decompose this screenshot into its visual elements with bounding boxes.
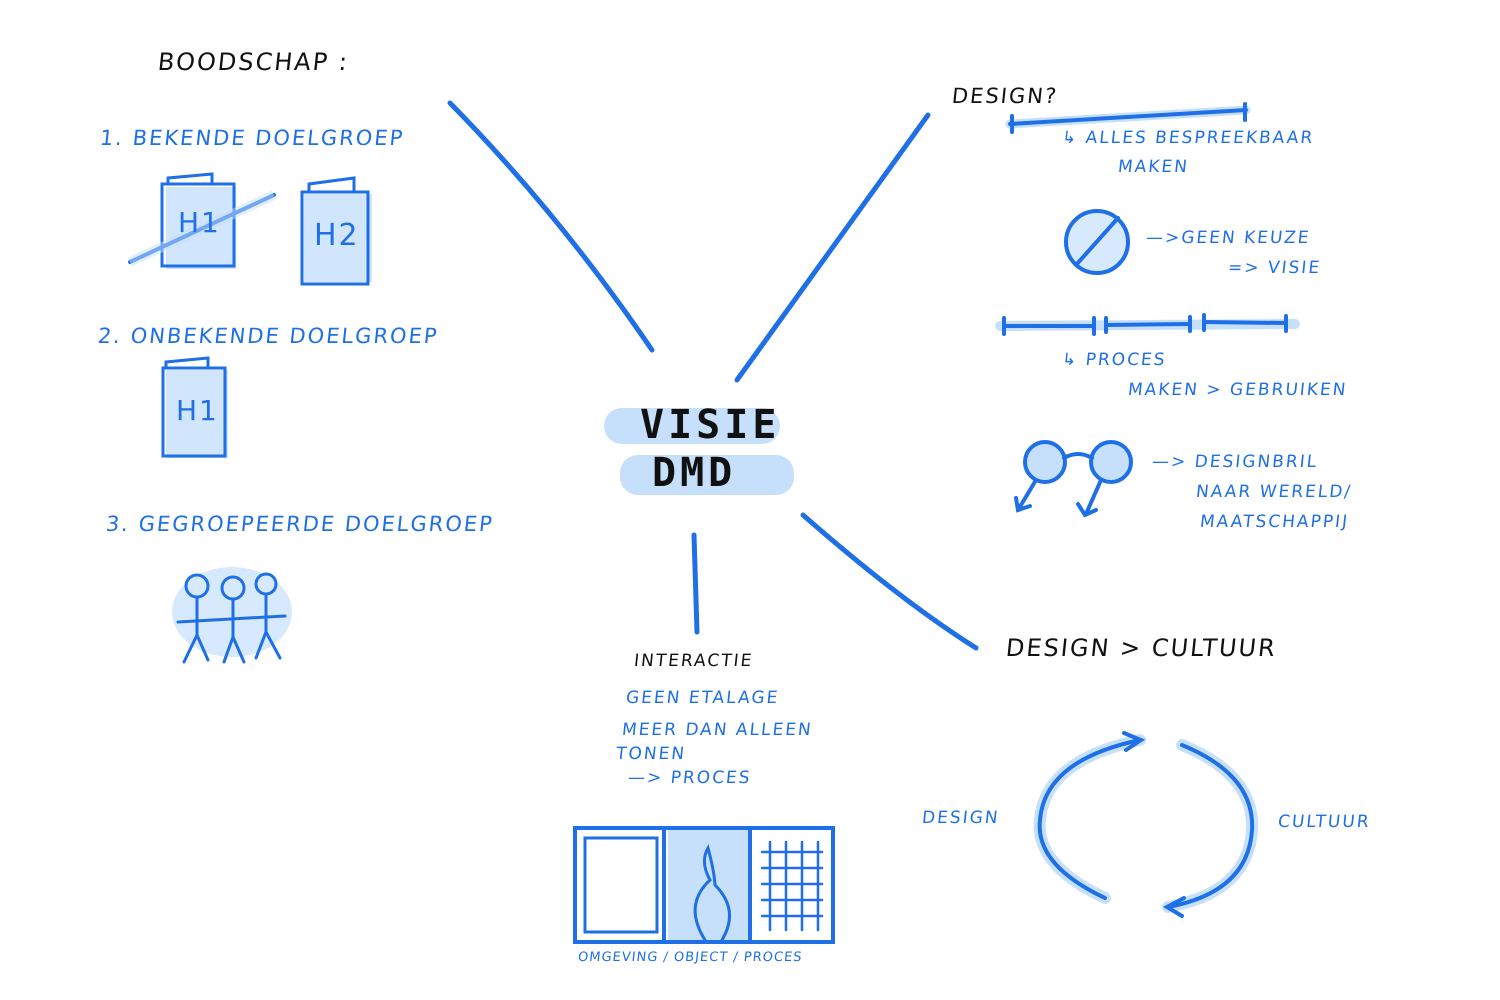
connector-boodschap [447, 100, 655, 353]
alles-bespreekbaar-text: ↳ ALLES BESPREEKBAAR [1060, 128, 1316, 148]
item-bekende-doelgroep: 1. BEKENDE DOELGROEP [98, 126, 406, 150]
book-label-h1: H1 [178, 206, 221, 239]
center-title-line2: DMD [652, 450, 737, 496]
stick-figures-icon [172, 567, 292, 664]
book-icon-h1 [161, 356, 228, 458]
center-title-line1: VISIE [640, 402, 781, 448]
book-icon-h1-crossed [127, 172, 277, 269]
visie-text: => VISIE [1226, 258, 1323, 278]
cycle-label-design: DESIGN [920, 808, 1001, 828]
design-cultuur-cycle-icon [1033, 731, 1259, 918]
geen-keuze-text: —>GEEN KEUZE [1144, 228, 1312, 248]
connector-interactie [691, 532, 700, 635]
no-choice-icon [1064, 209, 1130, 275]
connector-design [734, 112, 931, 383]
item-onbekende-doelgroep: 2. ONBEKENDE DOELGROEP [96, 324, 440, 348]
design-question-heading: DESIGN? [950, 84, 1060, 108]
item-gegroepeerde-doelgroep: 3. GEGROEPEERDE DOELGROEP [104, 512, 496, 536]
book-label-h1b: H1 [176, 394, 219, 427]
maatschappij-text: MAATSCHAPPIJ [1198, 512, 1351, 532]
book-label-h2: H2 [314, 218, 360, 253]
boodschap-heading: BOODSCHAP : [156, 48, 351, 76]
naar-wereld-text: NAAR WERELD/ [1194, 482, 1354, 502]
geen-etalage-text: GEEN ETALAGE [624, 688, 781, 708]
proces-arrow-text: —> PROCES [626, 768, 753, 788]
meer-dan-alleen-text: MEER DAN ALLEEN [620, 720, 814, 740]
cycle-label-cultuur: CULTUUR [1276, 812, 1372, 832]
proces-text: ↳ PROCES [1060, 350, 1168, 370]
center-highlight-top [604, 408, 780, 444]
designbril-text: —> DESIGNBRIL [1150, 452, 1320, 472]
design-cultuur-heading: DESIGN > CULTUUR [1004, 634, 1279, 662]
interactie-heading: INTERACTIE [632, 651, 755, 671]
triptych-caption: OMGEVING / OBJECT / PROCES [577, 950, 804, 965]
book-icon-h2 [300, 176, 372, 286]
tonen-text: TONEN [614, 744, 688, 764]
center-highlight-bottom [620, 455, 794, 495]
timeline-icon [1005, 102, 1251, 134]
maken-gebruiken-text: MAKEN > GEBRUIKEN [1126, 380, 1349, 400]
process-segments-icon [995, 313, 1300, 336]
connector-cultuur [800, 512, 979, 651]
maken-text: MAKEN [1116, 157, 1190, 177]
omgeving-object-proces-icon [573, 826, 835, 944]
glasses-icon [1014, 440, 1133, 518]
